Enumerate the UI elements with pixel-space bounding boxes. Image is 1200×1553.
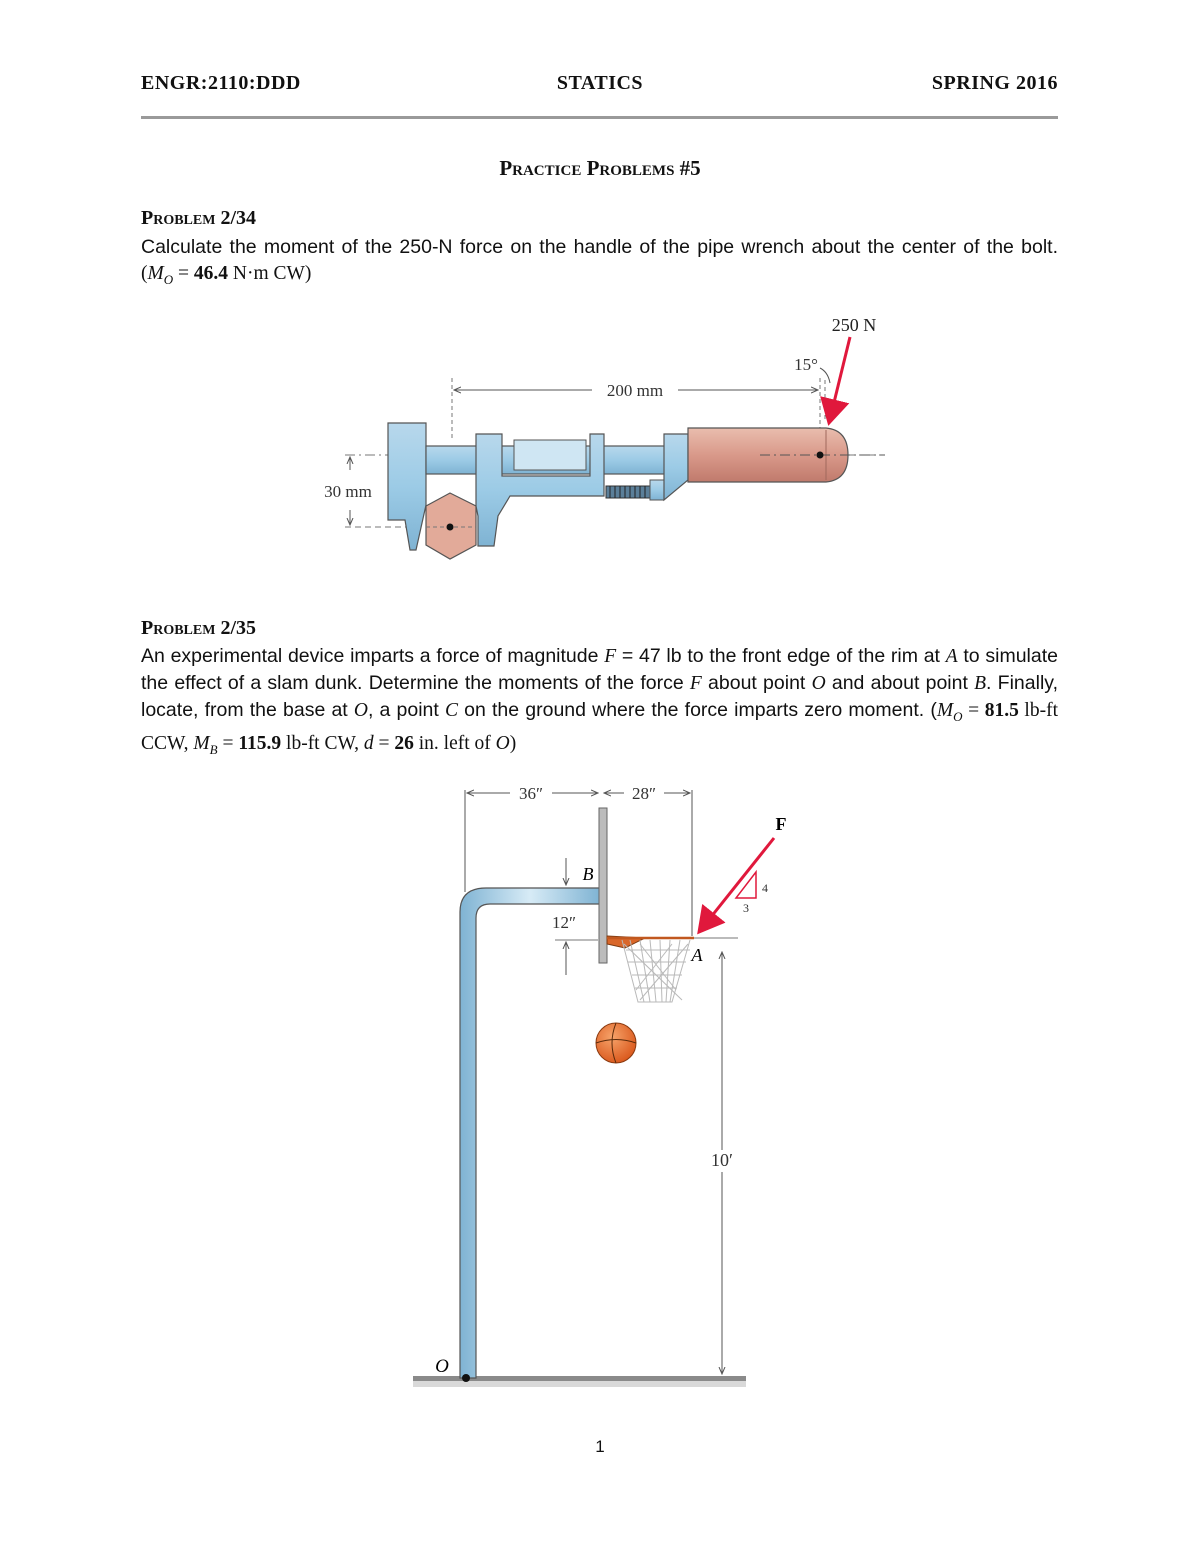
fixed-jaw [387, 422, 427, 551]
force-arrow-250N [820, 336, 852, 426]
movable-jaw [475, 433, 605, 547]
dim-label-12: 12″ [552, 913, 576, 932]
offset-label: 30 mm [324, 482, 372, 501]
header-rule [141, 116, 1058, 119]
ground [413, 1376, 746, 1381]
label-B: B [583, 864, 594, 884]
basketball [595, 1022, 637, 1064]
dim-label-36: 36″ [519, 784, 543, 803]
label-F: F [776, 814, 787, 834]
slope-rise: 4 [762, 881, 768, 895]
length-label: 200 mm [607, 381, 663, 400]
jaw-window [513, 439, 587, 471]
slope-run: 3 [743, 901, 749, 915]
dim-label-10: 10′ [711, 1150, 733, 1170]
force-application-point [816, 451, 824, 459]
force-label: 250 N [832, 315, 877, 335]
adjusting-nut [605, 485, 651, 499]
slope-triangle [734, 869, 757, 899]
page-number: 1 [595, 1437, 605, 1456]
problem1-text: Calculate the moment of the 250-N force … [141, 234, 1058, 293]
page-title: Practice Problems #5 [499, 156, 701, 180]
label-A: A [691, 945, 704, 965]
problem2-answer: MO = 81.5 lb-ft CCW, MB = 115.9 lb-ft CW… [141, 700, 1058, 757]
backboard [598, 807, 608, 964]
dim-label-28: 28″ [632, 784, 656, 803]
pipe-wrench-figure: 200 mm 30 mm [324, 315, 885, 560]
problem1-answer: (MO = 46.4 N·m CW) [141, 263, 312, 287]
header-subject: STATICS [556, 72, 644, 94]
problem2-text: An experimental device imparts a force o… [141, 645, 1058, 757]
label-O: O [435, 1356, 449, 1377]
angle-label: 15° [794, 355, 818, 374]
header-course: ENGR:2110:DDD [141, 72, 301, 94]
basketball-hoop-figure: O 36″ 28″ 12″ B [413, 784, 787, 1387]
problem2-heading: Problem 2/35 [141, 617, 257, 639]
net [621, 939, 691, 1003]
bolt-center-point [446, 523, 454, 531]
problem1-statement: Calculate the moment of the 250-N force … [141, 236, 1058, 258]
point-O [462, 1374, 470, 1382]
header-term: SPRING 2016 [931, 72, 1058, 94]
problem1-heading: Problem 2/34 [141, 207, 257, 229]
force-arrow-F [697, 837, 776, 935]
hoop-pole [459, 887, 601, 1379]
